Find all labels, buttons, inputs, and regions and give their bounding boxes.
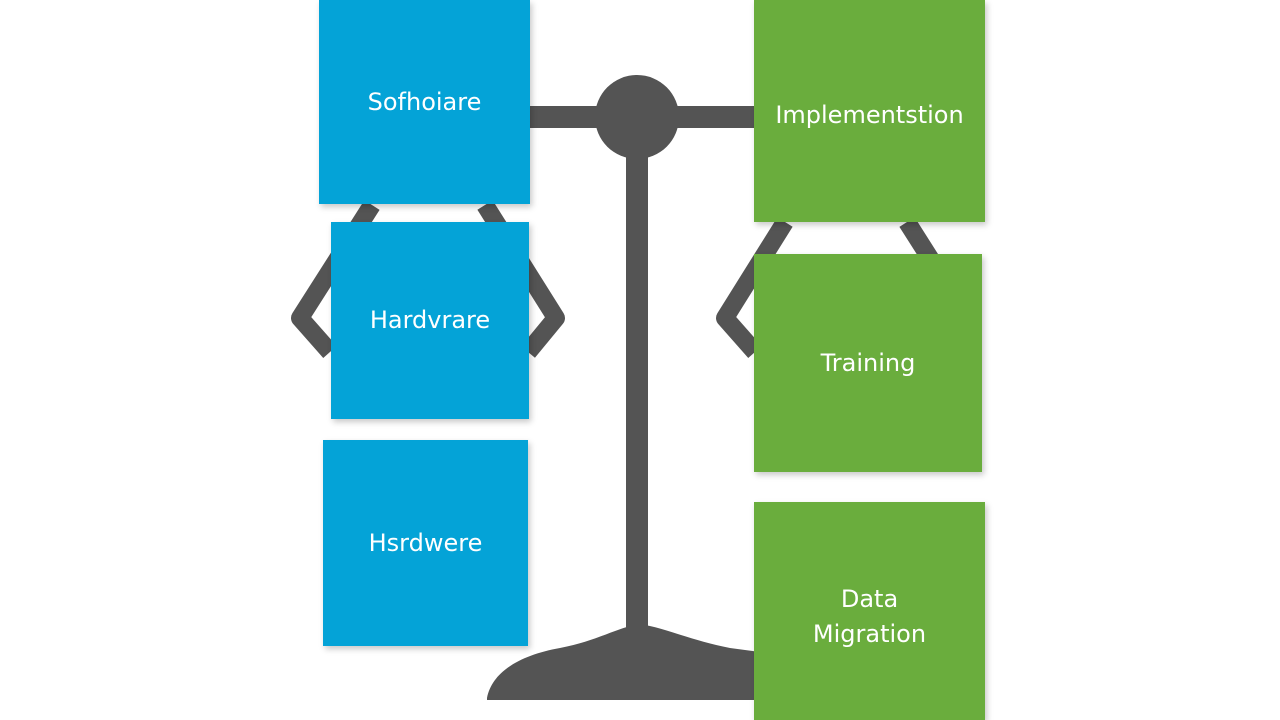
data-migration-label-line2: Migration xyxy=(812,620,927,648)
data-migration-text: Data Migration xyxy=(813,582,926,652)
training-box: Training xyxy=(754,254,982,472)
implementation-box: Implementstion xyxy=(754,0,985,222)
data-migration-label-line1: Data xyxy=(840,585,899,614)
scale-pole xyxy=(626,150,648,630)
hardware-label-2: Hsrdwere xyxy=(368,528,483,557)
hardware-box: Hardvrare xyxy=(331,222,529,419)
software-box: Sofhoiare xyxy=(319,0,530,204)
hardware-label: Hardvrare xyxy=(369,306,491,335)
training-label: Training xyxy=(820,348,916,377)
scale-hub xyxy=(595,75,679,159)
scale-base xyxy=(487,624,760,700)
hardware-box-2: Hsrdwere xyxy=(323,440,528,646)
software-label: Sofhoiare xyxy=(367,87,482,116)
implementation-label: Implementstion xyxy=(775,100,964,129)
data-migration-box: Data Migration xyxy=(754,502,985,720)
